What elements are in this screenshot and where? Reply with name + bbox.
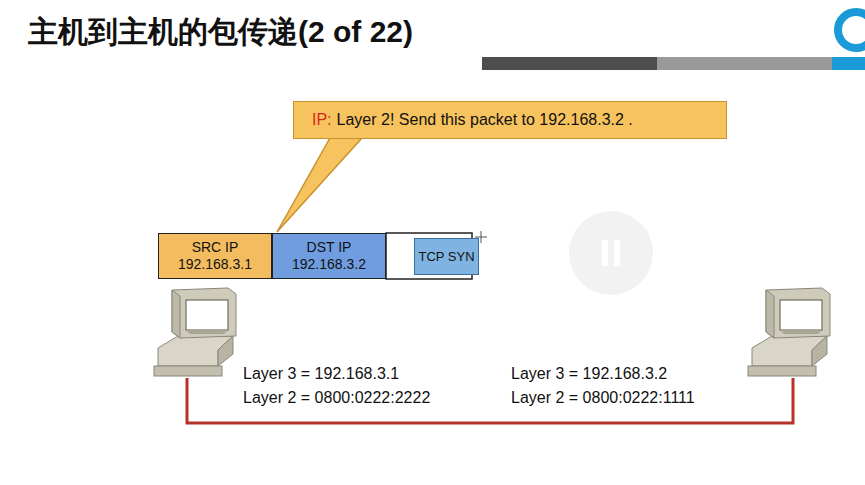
header-bar: [657, 57, 832, 70]
header-bar: [482, 57, 657, 70]
dst-ip-field: DST IP192.168.3.2: [272, 233, 386, 279]
field-text: 192.168.3.2: [292, 256, 366, 273]
callout-tail: [277, 138, 362, 232]
field-text: SRC IP: [192, 239, 239, 256]
ethernet-cable: [187, 378, 793, 423]
header-bar: [832, 57, 865, 70]
address-label: Layer 3 = 192.168.3.2: [511, 365, 667, 383]
field-text: Layer 2! Send this packet to 192.168.3.2…: [337, 111, 633, 129]
address-label: Layer 2 = 0800:0222:1111: [511, 389, 695, 407]
field-text: 192.168.3.1: [178, 256, 252, 273]
callout-bubble: IP: Layer 2! Send this packet to 192.168.…: [293, 101, 727, 139]
src-ip-field: SRC IP192.168.3.1: [158, 233, 272, 279]
field-text: TCP SYN: [418, 249, 474, 265]
slide-title: 主机到主机的包传递(2 of 22): [28, 12, 413, 53]
pause-bar: [614, 240, 620, 266]
callout-speaker: IP:: [312, 111, 332, 129]
logo: [838, 12, 865, 48]
pause-overlay: [569, 211, 653, 295]
address-label: Layer 3 = 192.168.3.1: [243, 365, 399, 383]
address-label: Layer 2 = 0800:0222:2222: [243, 389, 430, 407]
pause-bar: [602, 240, 608, 266]
field-text: DST IP: [307, 239, 352, 256]
tcp-syn-field: TCP SYN: [414, 238, 479, 275]
